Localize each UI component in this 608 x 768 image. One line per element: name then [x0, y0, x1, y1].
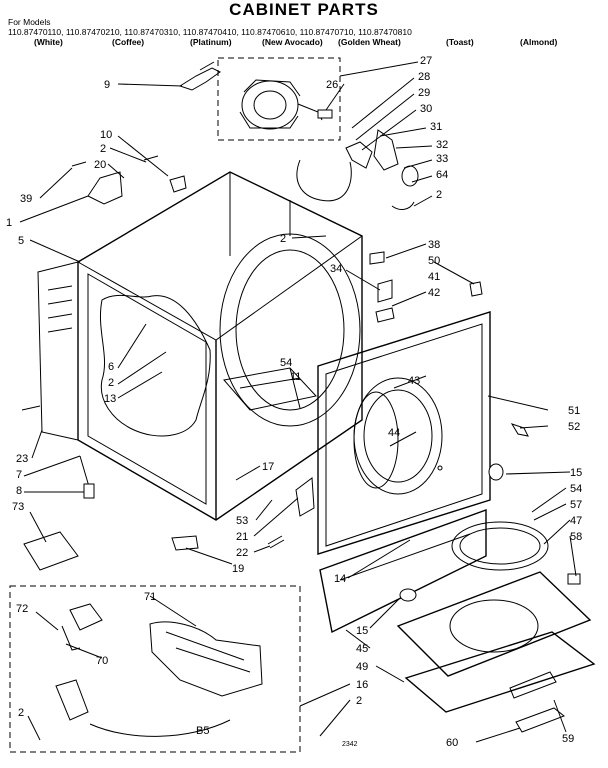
inset-box: [9, 585, 301, 753]
callout-1: 1: [6, 217, 12, 229]
callout-17: 17: [262, 461, 274, 473]
callout-50: 50: [428, 255, 440, 267]
callout-58: 58: [570, 531, 582, 543]
color-coffee: (Coffee): [112, 37, 145, 47]
callout-10: 10: [100, 129, 112, 141]
color-white: (White): [34, 37, 63, 47]
callout-30: 30: [420, 103, 432, 115]
front-panel: [317, 311, 491, 555]
callout-47: 47: [570, 515, 582, 527]
callout-54-a: 54: [280, 357, 292, 369]
callout-71: 71: [144, 591, 156, 603]
callout-29: 29: [418, 87, 430, 99]
models-prefix: For Models: [8, 17, 51, 27]
callout-8: 8: [16, 485, 22, 497]
callout-54-b: 54: [570, 483, 582, 495]
callout-6: 6: [108, 361, 114, 373]
callout-31: 31: [430, 121, 442, 133]
color-toast: (Toast): [446, 37, 474, 47]
cabinet-body: [37, 171, 363, 521]
callout-28: 28: [418, 71, 430, 83]
callout-52: 52: [568, 421, 580, 433]
callout-60: 60: [446, 737, 458, 749]
small-hardware: [21, 251, 529, 571]
color-almond: (Almond): [520, 37, 558, 47]
callout-51: 51: [568, 405, 580, 417]
callout-15-a: 15: [570, 467, 582, 479]
callout-22: 22: [236, 547, 248, 559]
callout-38: 38: [428, 239, 440, 251]
callout-64: 64: [436, 169, 448, 181]
leader-lines: [19, 61, 577, 743]
callout-2-c: 2: [280, 233, 286, 245]
color-golden-wheat: (Golden Wheat): [338, 37, 401, 47]
model-list: For Models 110.87470110, 110.87470210, 1…: [8, 17, 412, 37]
callout-42: 42: [428, 287, 440, 299]
callout-32: 32: [436, 139, 448, 151]
color-new-avocado: (New Avocado): [262, 37, 323, 47]
callout-41: 41: [428, 271, 440, 283]
models-numbers: 110.87470110, 110.87470210, 110.87470310…: [8, 27, 412, 37]
callout-39: 39: [20, 193, 32, 205]
callout-57: 57: [570, 499, 582, 511]
callout-70: 70: [96, 655, 108, 667]
belt-idler: [296, 129, 419, 210]
callout-27: 27: [420, 55, 432, 67]
callout-20: 20: [94, 159, 106, 171]
callout-72: 72: [16, 603, 28, 615]
callout-14: 14: [334, 573, 346, 585]
toe-panel: [319, 509, 487, 634]
motor-assembly: [217, 57, 341, 141]
callout-labels: 9 27 26 28 29 30 31 32 33 64 2 10 2 20 3…: [6, 55, 582, 749]
callout-13: 13: [104, 393, 116, 405]
callout-2-a: 2: [436, 189, 442, 201]
callout-33: 33: [436, 153, 448, 165]
part-9-bracket: [178, 61, 221, 91]
callout-2-d: 2: [108, 377, 114, 389]
callout-11: 11: [290, 371, 301, 383]
callout-21: 21: [236, 531, 248, 543]
color-platinum: (Platinum): [190, 37, 232, 47]
callout-43: 43: [408, 375, 420, 387]
inset-label: B5: [196, 725, 209, 737]
callout-26: 26: [326, 79, 338, 91]
callout-9: 9: [104, 79, 110, 91]
page-title: CABINET PARTS: [229, 0, 379, 19]
callout-5: 5: [18, 235, 24, 247]
callout-2-e: 2: [356, 695, 362, 707]
top-brackets: [71, 155, 187, 205]
callout-19: 19: [232, 563, 244, 575]
callout-7: 7: [16, 469, 22, 481]
callout-16: 16: [356, 679, 368, 691]
callout-2-f: 2: [18, 707, 24, 719]
callout-2-b: 2: [100, 143, 106, 155]
top-panel: [396, 463, 596, 733]
callout-49: 49: [356, 661, 368, 673]
callout-53: 53: [236, 515, 248, 527]
callout-73: 73: [12, 501, 24, 513]
callout-34: 34: [330, 263, 342, 275]
callout-45: 45: [356, 643, 368, 655]
footer-code: 2342: [342, 741, 358, 748]
callout-23: 23: [16, 453, 28, 465]
callout-44: 44: [388, 427, 400, 439]
callout-59: 59: [562, 733, 574, 745]
callout-15-b: 15: [356, 625, 368, 637]
